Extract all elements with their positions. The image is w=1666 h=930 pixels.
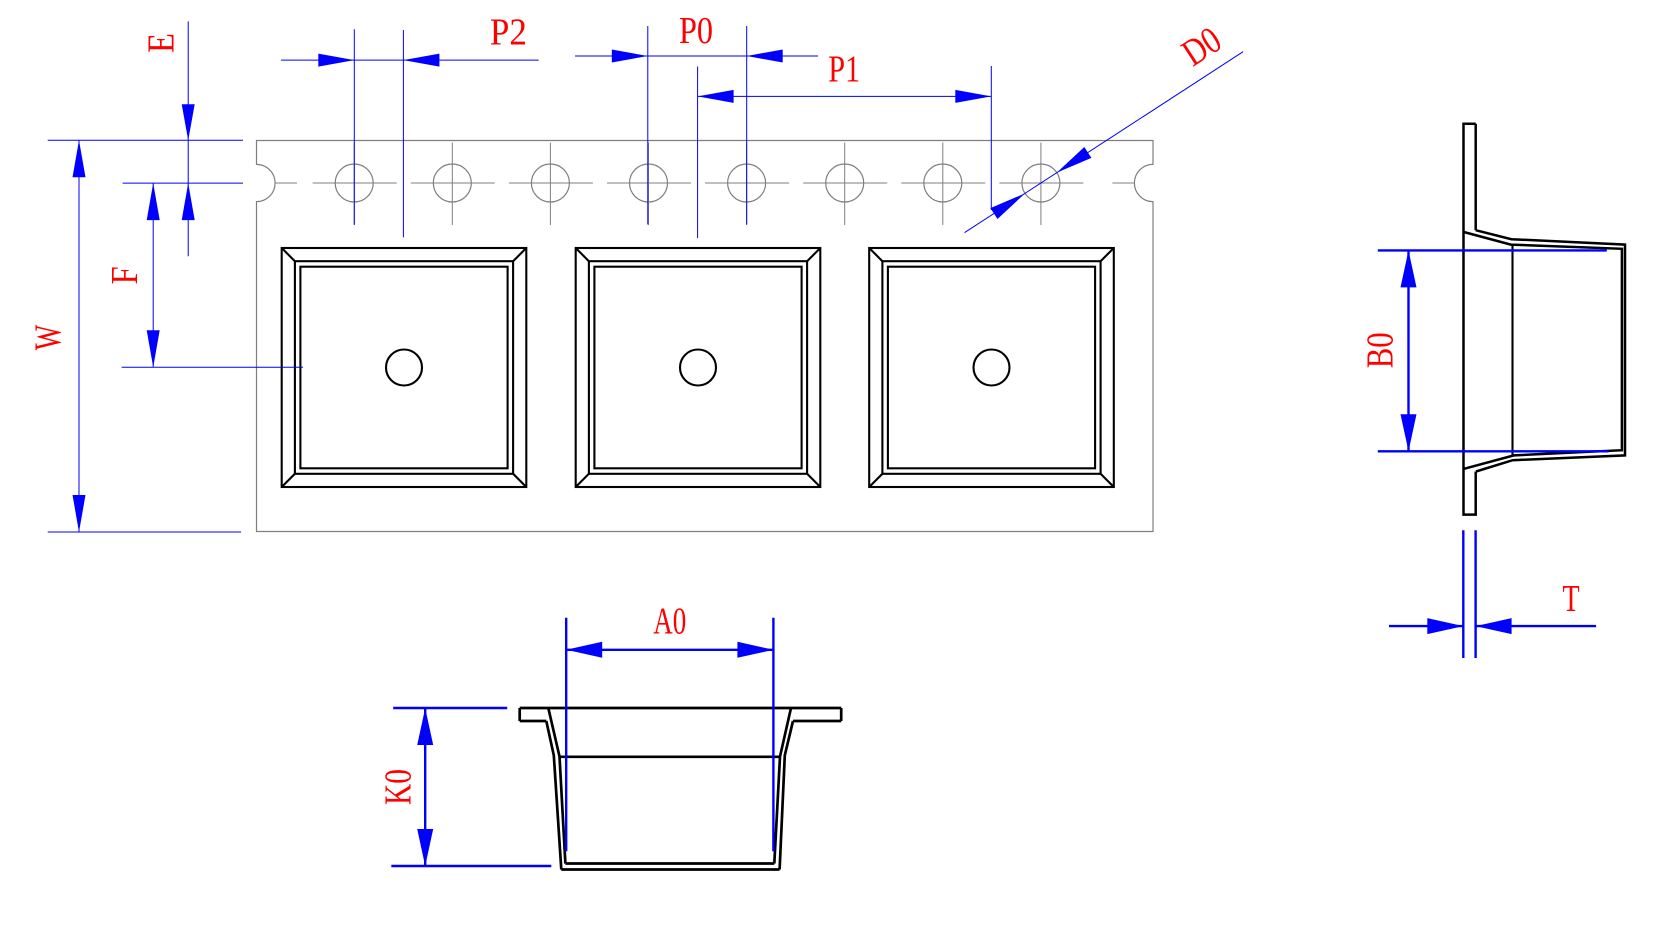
svg-text:P0: P0 <box>679 10 713 52</box>
svg-text:P1: P1 <box>828 49 860 91</box>
svg-text:P2: P2 <box>490 12 527 54</box>
svg-text:F: F <box>104 266 146 284</box>
svg-text:W: W <box>27 325 69 350</box>
svg-text:T: T <box>1562 578 1579 620</box>
svg-text:E: E <box>140 33 182 53</box>
svg-text:K0: K0 <box>377 769 419 805</box>
svg-text:A0: A0 <box>653 601 686 643</box>
svg-text:B0: B0 <box>1359 332 1401 368</box>
